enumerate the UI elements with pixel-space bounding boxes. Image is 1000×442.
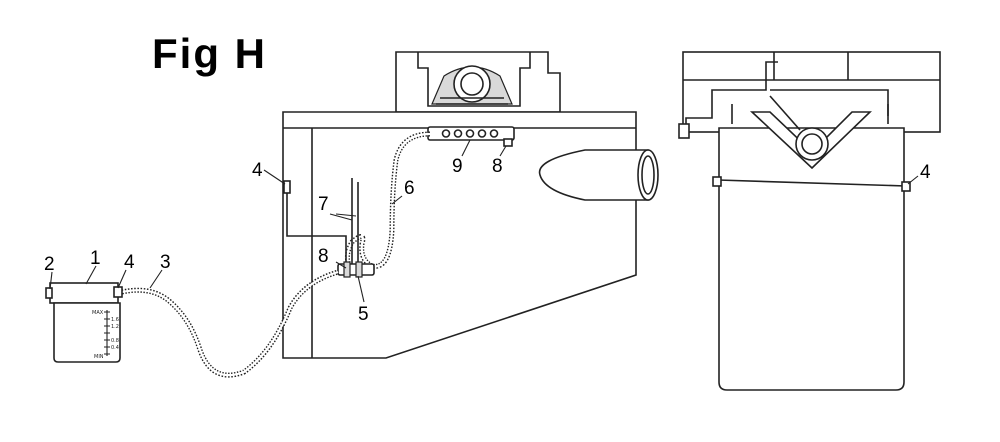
leader-3 [149,269,163,289]
manifold-port-3 [465,129,475,138]
distribution-manifold [427,126,515,141]
callout-2: 2 [44,254,55,275]
front-rod-end-right [901,181,911,192]
callout-8-junction: 8 [318,246,329,267]
leader-9 [461,139,471,157]
reservoir-side-cap [45,287,53,299]
leader-8-junction [335,261,347,269]
manifold-port-1 [441,129,451,138]
leader-8-manifold [499,145,507,157]
front-rod-end-left [712,176,722,187]
callout-7: 7 [318,194,329,215]
scale-1-2: 1.2 [111,324,119,330]
leader-4-fitting [263,169,286,185]
callout-4-fitting: 4 [252,160,263,181]
leader-1 [85,265,97,285]
front-body [718,127,905,391]
leader-4-reservoir [117,269,127,289]
manifold-port-5 [489,129,499,138]
scale-0-4: 0.4 [111,345,119,351]
figure-title: Fig H [152,30,267,77]
quill-end-inner [641,155,655,195]
clamp-bore-inner [460,72,484,96]
callout-9: 9 [452,156,463,177]
head-notch [417,52,531,107]
front-top-block [682,51,941,133]
pipe-from-fitting-4 [286,193,347,268]
quill-end [637,149,659,201]
callout-8-manifold: 8 [492,156,503,177]
leader-2 [49,271,53,290]
callout-1: 1 [90,248,101,269]
manifold-fitting [503,138,513,147]
clamp-bore [453,65,491,103]
reservoir-cap [49,282,119,304]
callout-labels: 2 1 4 3 4 7 8 5 6 9 8 4 [44,156,931,325]
scale-1-6: 1.6 [111,317,119,323]
leader-7 [329,213,357,221]
leader-5 [357,275,365,303]
front-rod-4 [717,179,907,187]
junction-nut-b [355,261,363,278]
oil-reservoir: MAX 1.6 1.2 0.8 0.4 MIN [45,282,123,363]
callout-5: 5 [358,304,369,325]
reservoir-outlet-fitting [113,286,123,298]
callout-3: 3 [160,252,171,273]
front-bore [795,127,829,161]
clamp-base [436,97,508,105]
body-outline [282,111,637,359]
callout-4-front: 4 [920,162,931,183]
manifold-port-2 [453,129,463,138]
scale-max: MAX [92,310,104,316]
leader-4-front [907,175,919,185]
front-pipe-diagonal [769,95,801,131]
leader-6 [391,195,403,205]
machine-front-view [678,51,941,391]
reservoir-tank [53,302,121,363]
quill [538,149,649,201]
front-posts [731,104,889,124]
callout-4-reservoir: 4 [124,252,135,273]
manifold-port-4 [477,129,487,138]
front-v-notch [749,111,872,170]
front-left-fitting [678,123,690,139]
front-pipe-left [685,61,778,136]
callout-6: 6 [404,178,415,199]
leader-lines [49,139,919,303]
scale-0-8: 0.8 [111,338,119,344]
machine-side-view [121,51,659,378]
scale-ticks [104,311,110,355]
fitting-4-body [283,180,291,194]
scale-min: MIN [94,354,104,360]
junction-nut-a [343,261,351,278]
front-top-lines [683,52,940,81]
front-bore-inner [801,133,823,155]
